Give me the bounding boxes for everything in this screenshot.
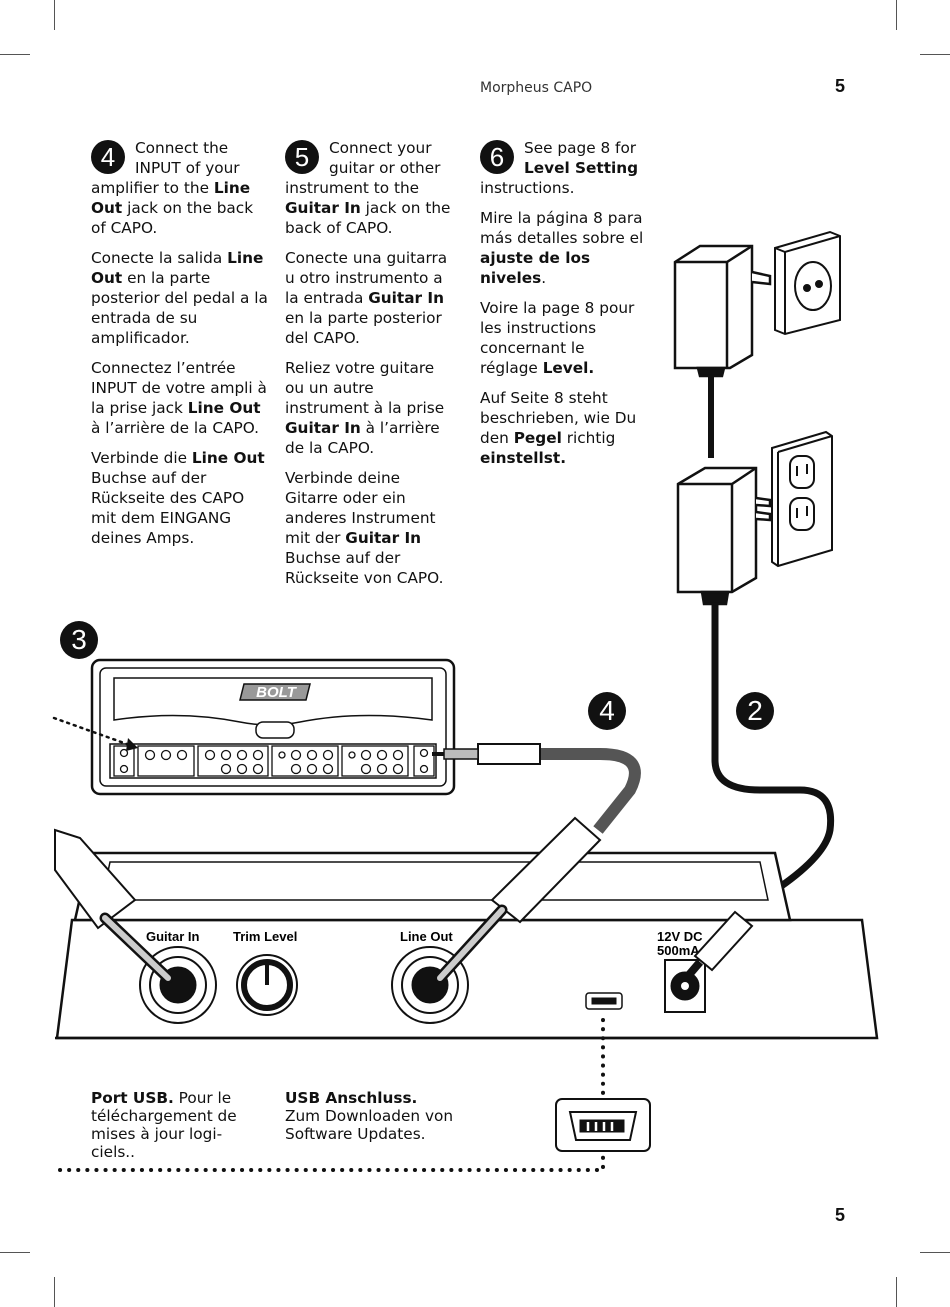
callout-power: 2 [736, 692, 774, 730]
running-header: Morpheus CAPO [480, 80, 593, 96]
instruction-paragraph: Mire la página 8 para más detalles sobre… [480, 208, 646, 288]
text-run: à l’arrière de la CAPO. [91, 419, 260, 437]
instruction-column-level: 6 See page 8 for Level Setting instructio… [480, 138, 646, 478]
power-cable [711, 604, 835, 928]
bold-term: Pegel [513, 429, 562, 447]
bold-term: Level Setting [524, 159, 639, 177]
text-run: à l’arrière de la CAPO. [285, 419, 440, 457]
instruction-paragraph: 6 See page 8 for Level Setting instructio… [480, 138, 646, 198]
text-run: Conecte una guitarra u otro instrumento … [285, 249, 448, 307]
crop-mark [920, 1252, 950, 1253]
usb-note-german: USB Anschluss. Zum Downloaden von Softwa… [285, 1089, 455, 1143]
bold-term: Guitar In [368, 289, 444, 307]
crop-mark [896, 1277, 897, 1307]
label-power-current: 500mA [657, 943, 700, 958]
text-run: Verbinde die [91, 449, 192, 467]
step-number-badge: 6 [480, 140, 514, 174]
text-run: en la parte posterior del CAPO. [285, 309, 442, 347]
label-line-out: Line Out [400, 929, 453, 944]
text-run: Mire la página 8 para más detalles sobre… [480, 209, 644, 247]
crop-mark [54, 0, 55, 30]
instruction-paragraph: Auf Seite 8 steht beschrieben, wie Du de… [480, 388, 646, 468]
bold-term: einstellst. [480, 449, 567, 467]
guitar-in-plug [54, 828, 174, 984]
instruction-paragraph: Conecte la salida Line Out en la parte p… [91, 248, 269, 348]
us-power-adapter [676, 466, 772, 606]
usb-port-enlarged [555, 1098, 651, 1152]
page-number-top: 5 [835, 76, 846, 96]
instruction-paragraph: Connectez l’entrée INPUT de votre ampli … [91, 358, 269, 438]
text-run: Reliez votre guitare ou un autre instrum… [285, 359, 445, 417]
bold-term: Line Out [91, 249, 264, 287]
crop-mark [0, 1252, 30, 1253]
crop-mark [0, 54, 30, 55]
label-power-voltage: 12V DC [657, 929, 703, 944]
text-run: jack on the back of CAPO. [285, 199, 451, 237]
bold-term: Line Out [191, 449, 265, 467]
instruction-paragraph: Voire la page 8 pour les instructions co… [480, 298, 646, 378]
line-out-plug [434, 816, 602, 984]
eu-power-adapter [673, 244, 772, 458]
us-wall-outlet [771, 430, 833, 568]
step-number-badge: 5 [285, 140, 319, 174]
amp-brand-logo: BOLT [256, 684, 298, 701]
bold-term: Guitar In [345, 529, 422, 547]
page-number-bottom: 5 [835, 1205, 846, 1225]
power-plug [684, 910, 754, 979]
crop-mark [896, 0, 897, 30]
text-run: Connect your guitar or other instrument … [285, 139, 441, 197]
text-run: en la parte posterior del pedal a la ent… [91, 269, 268, 347]
crop-mark [920, 54, 950, 55]
text-run: Connectez l’entrée INPUT de votre ampli … [91, 359, 267, 417]
text-run: . [541, 269, 547, 287]
usb-dotted-underline [58, 1148, 605, 1172]
label-trim-level: Trim Level [233, 929, 297, 944]
usb-note-french-title: Port USB. [91, 1089, 174, 1107]
callout-amp: 3 [60, 621, 98, 659]
amplifier-head [90, 658, 456, 796]
text-run: See page 8 for [524, 139, 637, 157]
text-run: Connect the INPUT of your amplifier to t… [91, 139, 240, 197]
step-number-badge: 4 [91, 140, 125, 174]
amp-dotted-arrow [52, 716, 140, 750]
text-run: Verbinde deine Gitarre oder ein anderes … [285, 469, 436, 547]
text-run: Voire la page 8 pour les instructions co… [480, 299, 635, 377]
instruction-paragraph: Reliez votre guitare ou un autre instrum… [285, 358, 457, 458]
line-out-cable [432, 743, 641, 834]
text-run: Conecte la salida [91, 249, 228, 267]
bold-term: Level. [542, 359, 595, 377]
instruction-paragraph: Conecte una guitarra u otro instrumento … [285, 248, 457, 348]
usb-note-french: Port USB. Pour le téléchargement de mise… [91, 1089, 261, 1161]
bold-term: Guitar In [285, 199, 361, 217]
callout-line-out: 4 [588, 692, 626, 730]
capo-pedal-rear [55, 851, 879, 1040]
text-run: instructions. [480, 179, 575, 197]
usb-note-german-title: USB Anschluss. [285, 1089, 418, 1107]
bold-term: Guitar In [285, 419, 361, 437]
text-run: Buchse auf der Rückseite des CAPO mit de… [91, 469, 245, 547]
bold-term: Line Out [187, 399, 261, 417]
text-run: jack on the back of CAPO. [91, 199, 254, 237]
crop-mark [54, 1277, 55, 1307]
usb-note-french-text: Pour le téléchargement de mises à jour l… [91, 1089, 237, 1161]
instruction-paragraph: Verbinde die Line Out Buchse auf der Rüc… [91, 448, 269, 548]
text-run: Buchse auf der Rückseite von CAPO. [285, 549, 444, 587]
usb-note-german-text: Zum Downloaden von Software Updates. [285, 1107, 454, 1143]
label-guitar-in: Guitar In [146, 929, 200, 944]
text-run: richtig [561, 429, 616, 447]
text-run: Auf Seite 8 steht beschrieben, wie Du de… [480, 389, 637, 447]
eu-wall-socket [774, 230, 841, 336]
instruction-paragraph: Verbinde deine Gitarre oder ein anderes … [285, 468, 457, 588]
bold-term: ajuste de los niveles [480, 249, 591, 287]
bold-term: Line Out [91, 179, 251, 217]
